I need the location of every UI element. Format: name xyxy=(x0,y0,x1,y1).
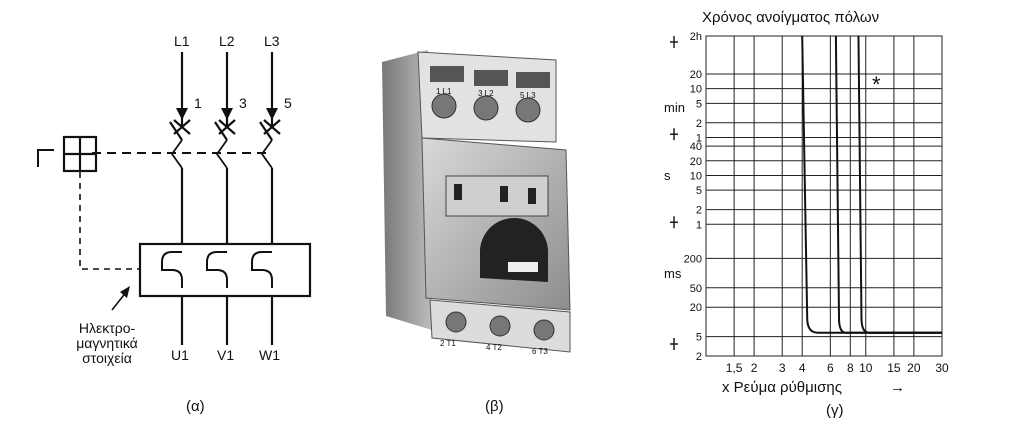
output-label-u1: U1 xyxy=(171,347,189,363)
x-tick-label: 1,5 xyxy=(726,361,743,375)
contact-number-1: 1 xyxy=(194,95,202,111)
terminal-mark-3l2: 3 L2 xyxy=(478,89,494,98)
switch-blade-1 xyxy=(169,121,183,141)
terminal-mark-1l1: 1 L1 xyxy=(436,87,452,96)
y-tick-label: 20 xyxy=(690,156,702,168)
x-tick-label: 6 xyxy=(827,361,834,375)
y-tick-label: 1 xyxy=(696,132,702,144)
caption-c: (γ) xyxy=(826,402,844,419)
output-label-w1: W1 xyxy=(259,347,280,363)
y-tick-label: 10 xyxy=(690,170,702,182)
y-tick-label: 5 xyxy=(696,185,702,197)
relay-link xyxy=(79,172,140,270)
line-label-l3: L3 xyxy=(264,33,280,49)
y-tick-label: 10 xyxy=(690,84,702,96)
y-unit-label: min xyxy=(664,100,685,115)
x-tick-label: 2 xyxy=(751,361,758,375)
trip-characteristic-chart: Χρόνος ανοίγματος πόλων 2h20105214020105… xyxy=(664,9,949,396)
plot-frame xyxy=(705,35,943,357)
y-tick-label: 20 xyxy=(690,69,702,81)
y-tick-label: 20 xyxy=(690,302,702,314)
y-tick-label: 1 xyxy=(696,219,702,231)
x-tick-label: 8 xyxy=(847,361,854,375)
caption-a: (α) xyxy=(186,398,205,415)
y-tick-label: 5 xyxy=(696,332,702,344)
y-tick-label: 2 xyxy=(696,351,702,363)
y-unit-label: s xyxy=(664,168,671,183)
trip-curve-3 xyxy=(857,35,942,334)
chart-title: Χρόνος ανοίγματος πόλων xyxy=(702,9,879,26)
x-axis-label: x Ρεύμα ρύθμισης xyxy=(722,379,842,396)
trip-curve-2 xyxy=(834,35,942,334)
terminal-mark-5l3: 5 L3 xyxy=(520,91,536,100)
x-tick-label: 15 xyxy=(887,361,901,375)
line-label-l1: L1 xyxy=(174,33,190,49)
element-label: Ηλεκτρο- μαγνητικά στοιχεία xyxy=(52,321,162,366)
x-tick-label: 10 xyxy=(859,361,873,375)
x-tick-label: 3 xyxy=(779,361,786,375)
y-tick-label: 2h xyxy=(690,31,702,43)
y-tick-label: 2 xyxy=(696,205,702,217)
y-tick-label: 5 xyxy=(696,98,702,110)
x-tick-label: 4 xyxy=(799,361,806,375)
element-label-line-1: Ηλεκτρο- xyxy=(78,320,136,336)
circuit-panel: L1 L2 L3 1 3 5 U1 V1 W1 Ηλεκτρο- μαγνητι… xyxy=(0,0,340,432)
y-unit-label: ms xyxy=(664,266,682,281)
element-label-line-3: στοιχεία xyxy=(82,350,132,366)
y-tick-label: 2 xyxy=(696,118,702,130)
contact-number-5: 5 xyxy=(284,95,292,111)
x-axis-arrow: → xyxy=(890,379,905,396)
caption-b: (β) xyxy=(485,398,504,415)
output-label-v1: V1 xyxy=(217,347,235,363)
pushbutton-symbol xyxy=(37,149,54,167)
terminal-mark-2t1: 2 T1 xyxy=(440,339,456,348)
circuit-schematic xyxy=(37,52,312,345)
element-label-line-2: μαγνητικά xyxy=(76,335,138,351)
switch-blade-2 xyxy=(214,121,228,141)
line-label-l2: L2 xyxy=(219,33,235,49)
switch-blade-3 xyxy=(259,121,273,141)
terminal-mark-4t2: 4 T2 xyxy=(486,343,502,352)
y-tick-label: 50 xyxy=(690,283,702,295)
y-tick-label: 200 xyxy=(684,253,702,265)
trip-curve-1 xyxy=(801,35,942,334)
terminal-mark-6t3: 6 T3 xyxy=(532,347,548,356)
x-tick-label: 20 xyxy=(907,361,921,375)
x-tick-label: 30 xyxy=(935,361,949,375)
asterisk-annotation: * xyxy=(872,72,881,97)
device-panel: 1 L1 3 L2 5 L3 2 T1 4 T2 6 T3 (β) xyxy=(360,0,620,432)
y-tick-label: 40 xyxy=(690,141,702,153)
contact-number-3: 3 xyxy=(239,95,247,111)
motor-protection-switch-image: 1 L1 3 L2 5 L3 2 T1 4 T2 6 T3 xyxy=(382,50,571,356)
thermal-relay-box xyxy=(138,242,312,298)
